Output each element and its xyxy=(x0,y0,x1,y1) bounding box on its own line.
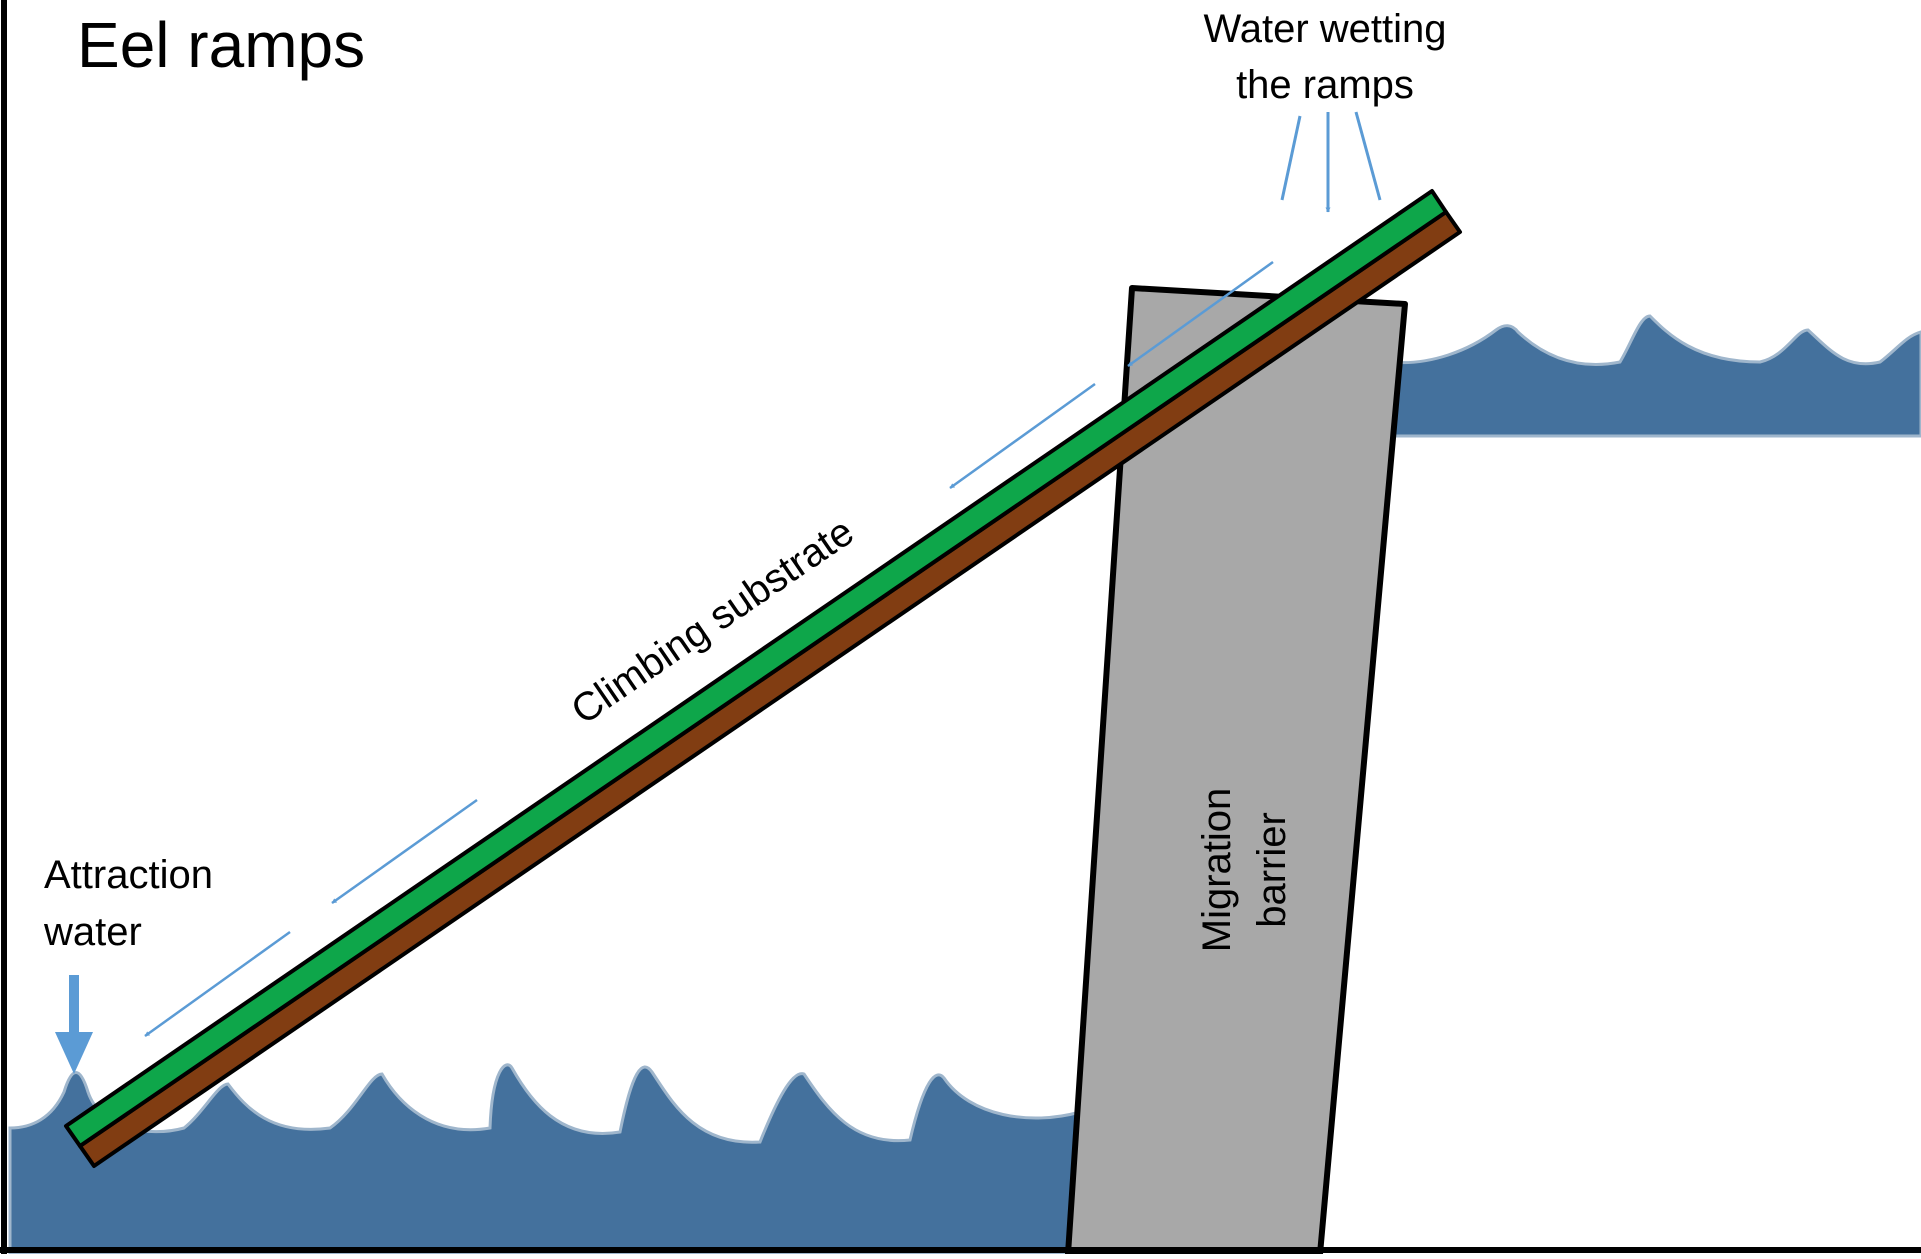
wetting-line-left xyxy=(1280,115,1302,201)
flow-arrow xyxy=(331,798,478,905)
attraction-water-label-line1: Attraction xyxy=(44,853,213,897)
flow-arrow xyxy=(1127,260,1274,368)
upstream-water xyxy=(1388,314,1921,438)
attraction-water-label-line2: water xyxy=(43,910,142,954)
migration-barrier-label-line1: Migration xyxy=(1195,788,1239,953)
wetting-line-right xyxy=(1354,111,1382,201)
flow-arrow xyxy=(949,382,1096,490)
water-wetting-label-line2: the ramps xyxy=(1236,63,1414,107)
downstream-water xyxy=(8,1063,1082,1256)
flow-arrows xyxy=(144,260,1274,1038)
flow-arrow xyxy=(144,930,291,1038)
wetting-lines xyxy=(1280,111,1382,213)
diagram-title: Eel ramps xyxy=(77,9,365,81)
climbing-substrate-layer xyxy=(64,189,1448,1148)
attraction-arrow xyxy=(55,975,93,1074)
migration-barrier-label-line2: barrier xyxy=(1250,812,1294,928)
water-wetting-label-line1: Water wetting xyxy=(1203,7,1446,51)
